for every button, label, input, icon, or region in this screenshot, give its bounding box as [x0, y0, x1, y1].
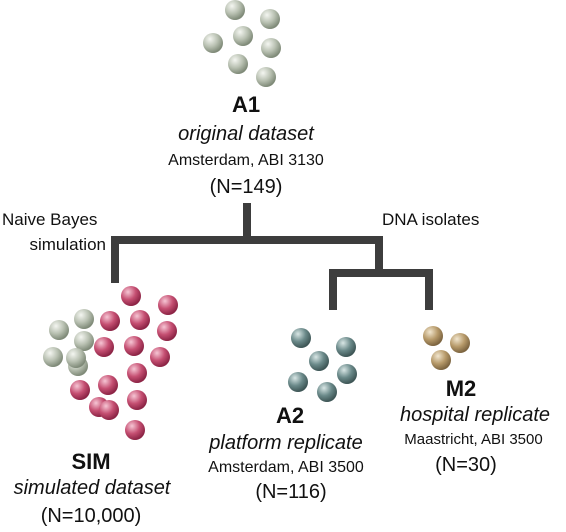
sample-sphere: [261, 38, 281, 58]
branch-label-simulation: simulation: [29, 235, 106, 254]
sample-sphere: [450, 333, 470, 353]
a2-sample-cluster: [288, 328, 357, 402]
a1-count: (N=149): [209, 176, 283, 198]
sample-sphere: [150, 347, 170, 367]
sample-sphere: [431, 350, 451, 370]
sample-sphere: [288, 372, 308, 392]
sim-name: simulated dataset: [13, 477, 171, 499]
a1-name: original dataset: [178, 123, 314, 145]
branch-label-naive-bayes: Naive Bayes: [2, 210, 98, 229]
tree-connectors: [111, 203, 433, 310]
sim-code: SIM: [71, 449, 111, 474]
sample-sphere: [157, 321, 177, 341]
sample-sphere: [228, 54, 248, 74]
sample-sphere: [94, 337, 114, 357]
branch-label-dna-isolates: DNA isolates: [382, 210, 480, 229]
sample-sphere: [127, 363, 147, 383]
m2-name: hospital replicate: [399, 404, 551, 426]
sample-sphere: [158, 295, 178, 315]
sample-sphere: [70, 380, 90, 400]
m2-count: (N=30): [435, 454, 497, 476]
a2-code: A2: [275, 403, 305, 428]
sample-sphere: [291, 328, 311, 348]
sim-count: (N=10,000): [40, 505, 142, 527]
sample-sphere: [66, 348, 86, 368]
a2-detail: Amsterdam, ABI 3500: [208, 459, 364, 476]
sample-sphere: [130, 310, 150, 330]
sample-sphere: [336, 337, 356, 357]
a2-name: platform replicate: [209, 432, 363, 454]
sample-sphere: [43, 347, 63, 367]
sample-sphere: [124, 336, 144, 356]
sample-sphere: [74, 331, 94, 351]
a1-sample-cluster: [203, 0, 281, 87]
sample-sphere: [99, 400, 119, 420]
sample-sphere: [98, 375, 118, 395]
m2-sample-cluster: [423, 326, 470, 370]
sample-sphere: [125, 420, 145, 440]
sample-sphere: [49, 320, 69, 340]
sim-sample-cluster: [43, 286, 178, 440]
sample-sphere: [309, 351, 329, 371]
sample-sphere: [337, 364, 357, 384]
a1-code: A1: [231, 92, 261, 117]
sample-sphere: [260, 9, 280, 29]
sample-sphere: [256, 67, 276, 87]
sample-sphere: [233, 26, 253, 46]
m2-detail: Maastricht, ABI 3500: [404, 431, 543, 448]
sample-sphere: [225, 0, 245, 20]
sample-sphere: [127, 390, 147, 410]
m2-code: M2: [445, 376, 477, 401]
sample-sphere: [317, 382, 337, 402]
sample-sphere: [100, 311, 120, 331]
sample-sphere: [121, 286, 141, 306]
sample-sphere: [74, 309, 94, 329]
sample-sphere: [423, 326, 443, 346]
sample-sphere: [203, 33, 223, 53]
a2-count: (N=116): [255, 481, 327, 503]
a1-detail: Amsterdam, ABI 3130: [168, 152, 324, 169]
